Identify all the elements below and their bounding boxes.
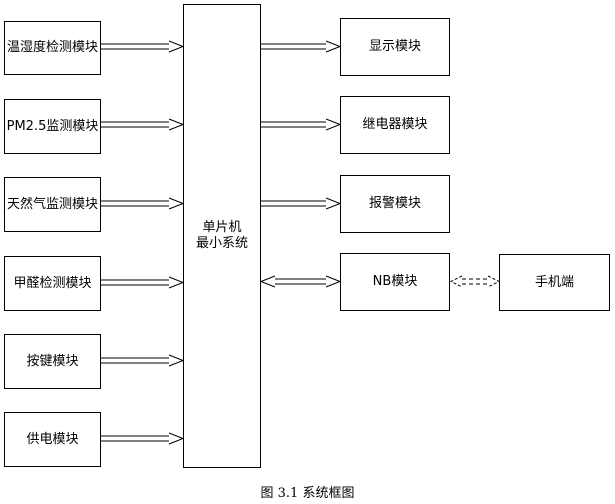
arrow-pm25-to-mcu <box>101 118 185 131</box>
figure-caption: 图 3.1 系统框图 <box>260 486 355 501</box>
module-label: 显示模块 <box>368 39 421 54</box>
module-power: 供电模块 <box>4 412 101 467</box>
module-alarm: 报警模块 <box>340 175 450 233</box>
arrow-mcu-to-alarm <box>261 197 342 210</box>
arrow-keys-to-mcu <box>101 354 185 367</box>
module-label: NB模块 <box>372 274 418 289</box>
phone-terminal: 手机端 <box>499 254 610 311</box>
module-display: 显示模块 <box>340 18 450 76</box>
mcu-label-line1: 单片机 <box>202 220 242 235</box>
arrow-nb-phone-heads <box>449 275 501 288</box>
arrow-mcu-to-display <box>261 40 342 53</box>
arrow-formaldehyde-to-mcu <box>101 276 185 289</box>
module-label: 温湿度检测模块 <box>6 40 98 55</box>
module-label: 按键模块 <box>26 353 79 369</box>
mcu-minimum-system: 单片机 最小系统 <box>183 4 261 468</box>
module-formaldehyde: 甲醛检测模块 <box>4 256 101 311</box>
module-label: 报警模块 <box>368 196 421 211</box>
arrow-power-to-mcu <box>101 432 185 445</box>
module-pm25: PM2.5监测模块 <box>4 99 101 154</box>
mcu-label-line2: 最小系统 <box>195 236 248 251</box>
module-relay: 继电器模块 <box>340 96 450 154</box>
module-label: 天然气监测模块 <box>6 196 98 212</box>
phone-label: 手机端 <box>534 274 574 290</box>
module-label: 供电模块 <box>26 431 79 447</box>
arrow-mcu-to-relay <box>261 118 342 131</box>
arrow-nb-phone-wireless <box>462 278 488 285</box>
arrow-mcu-nb-bidirectional <box>259 275 342 288</box>
module-label: PM2.5监测模块 <box>6 118 99 134</box>
module-temp-humidity: 温湿度检测模块 <box>4 21 101 75</box>
module-nb: NB模块 <box>340 253 450 311</box>
module-label: 继电器模块 <box>362 117 428 132</box>
module-keys: 按键模块 <box>4 334 101 389</box>
module-natural-gas: 天然气监测模块 <box>4 177 101 232</box>
arrow-gas-to-mcu <box>101 197 185 210</box>
arrow-temp-humidity-to-mcu <box>101 40 185 53</box>
module-label: 甲醛检测模块 <box>13 275 92 291</box>
